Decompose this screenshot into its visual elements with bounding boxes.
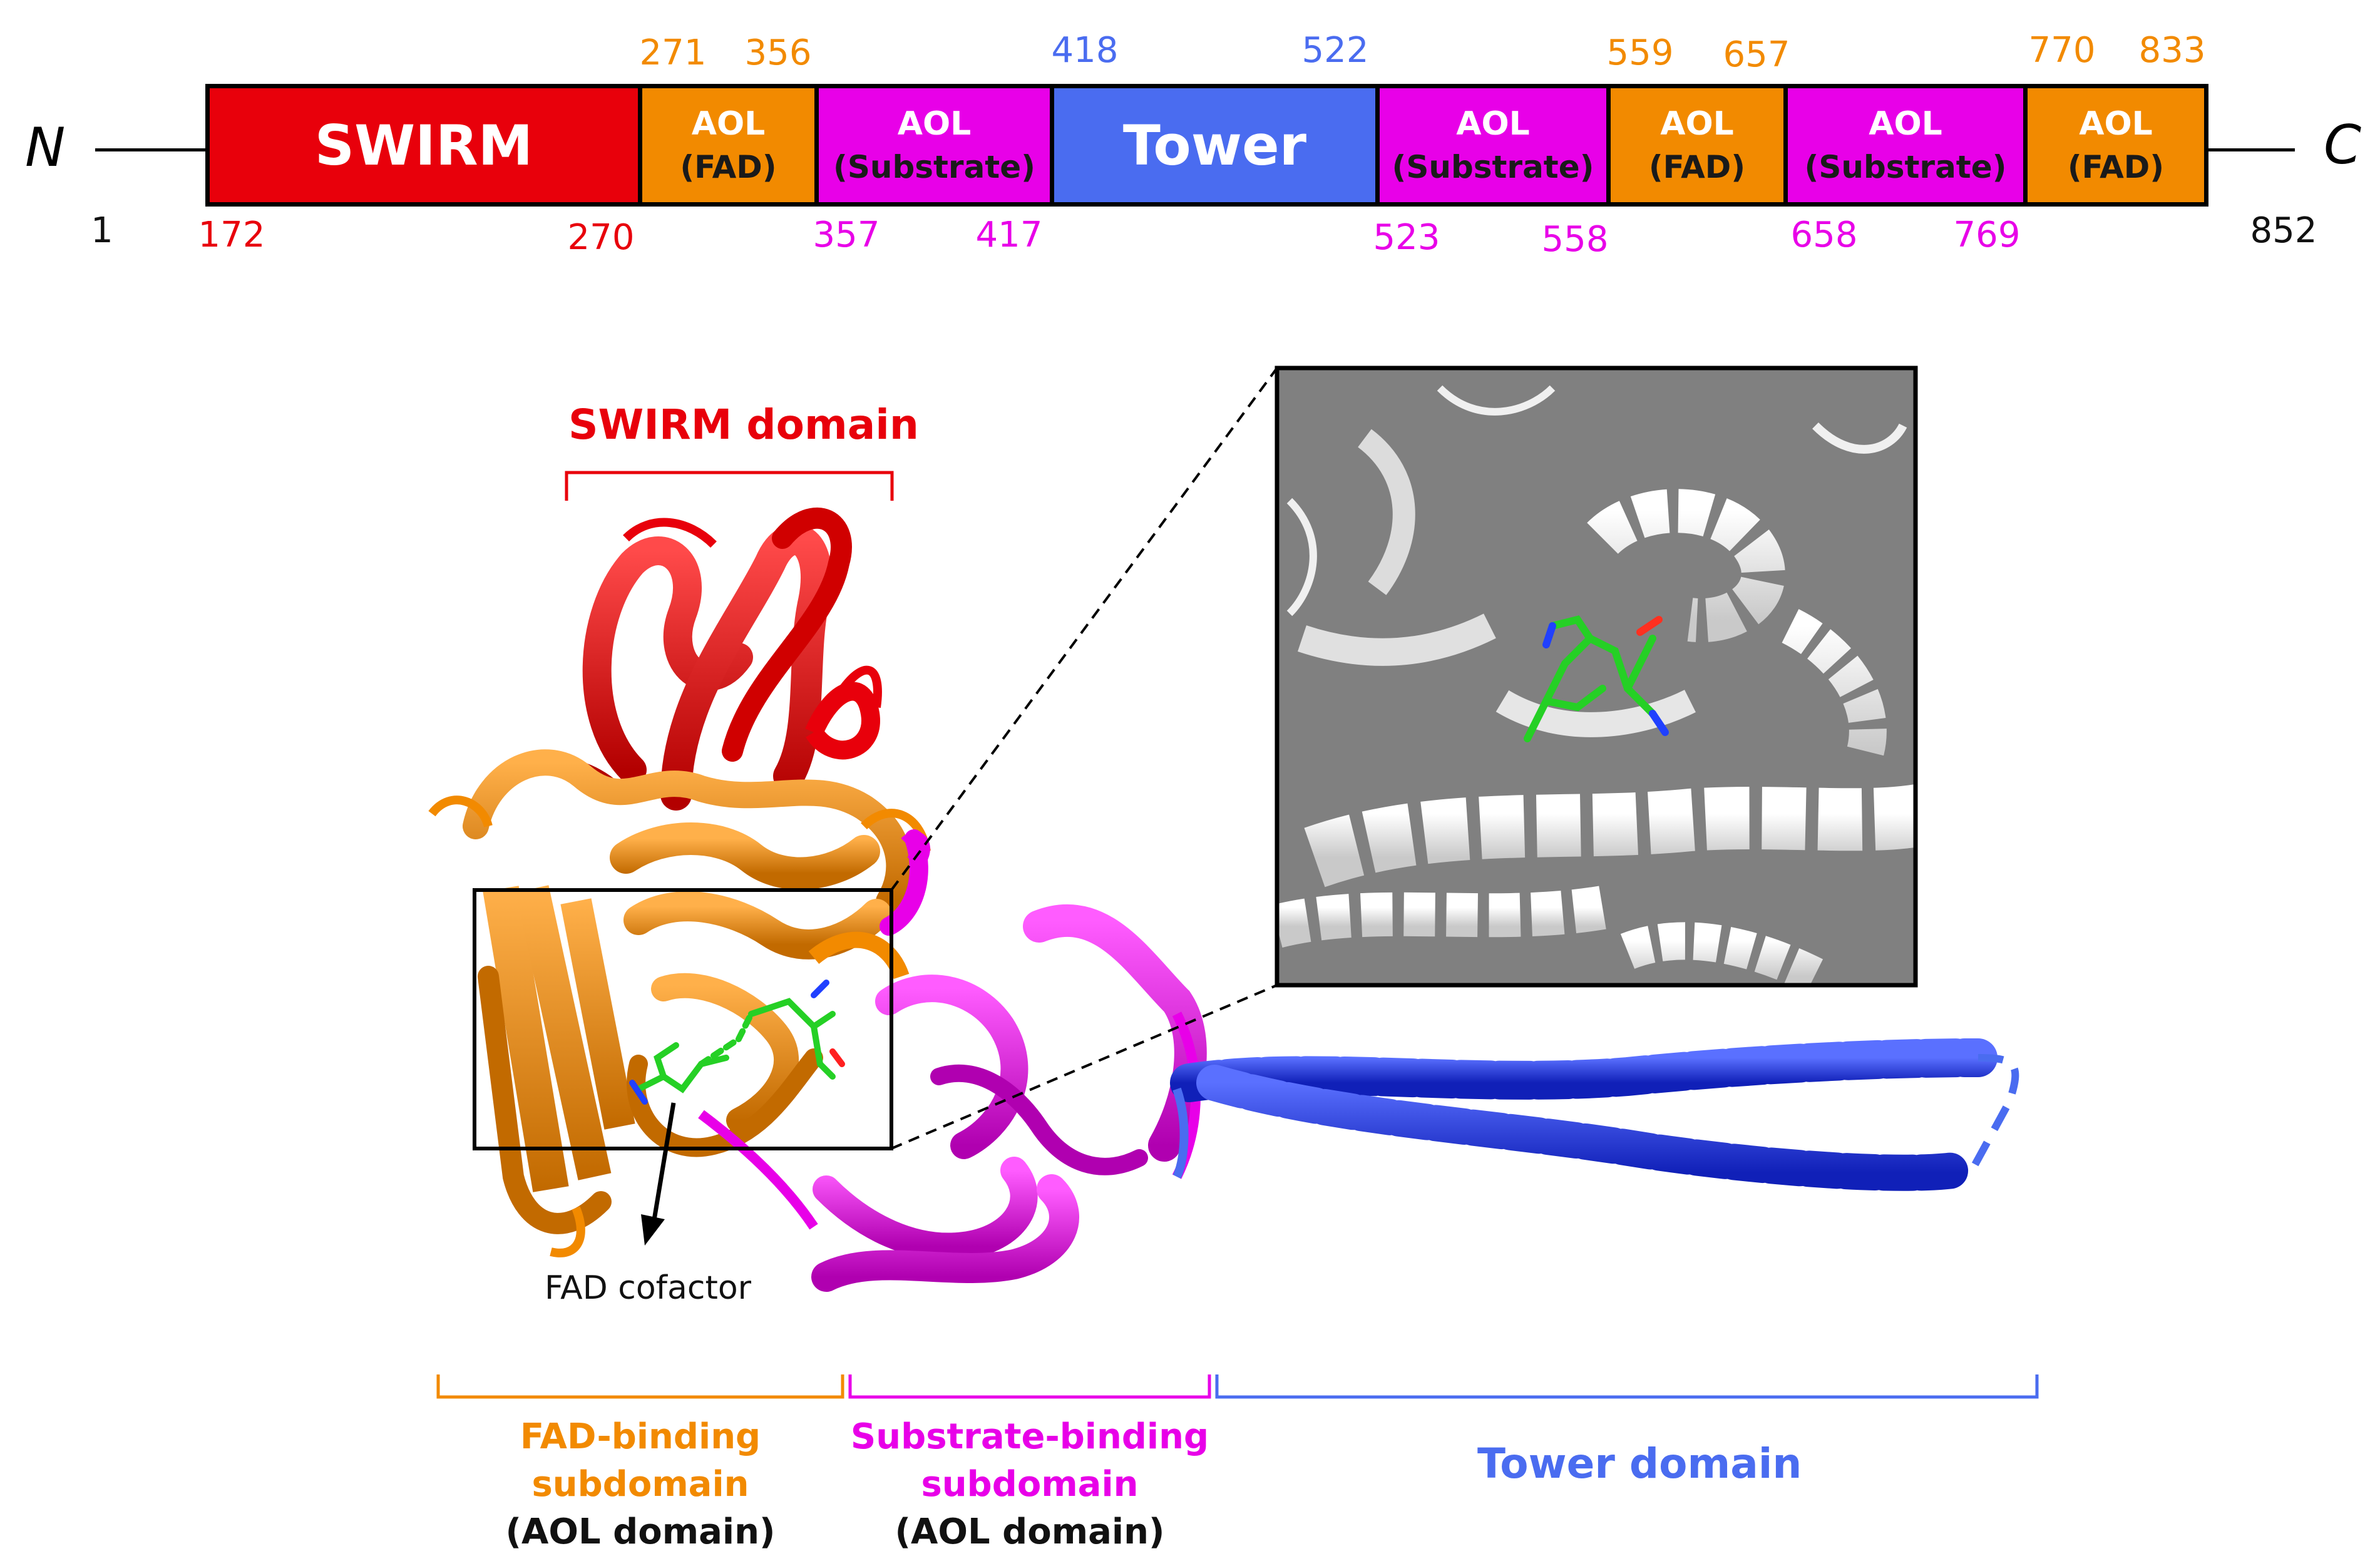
residue-417: 417 <box>975 215 1043 255</box>
substrate-subdomain-line2: subdomain <box>921 1464 1139 1505</box>
fad-subdomain-line2: subdomain <box>531 1464 749 1505</box>
zoom-connector-top <box>890 367 1278 891</box>
n-terminal-line <box>95 148 208 151</box>
domain-aol-substrate-2: AOL (Substrate) <box>1380 88 1611 202</box>
residue-559: 559 <box>1606 33 1674 73</box>
residue-558: 558 <box>1541 219 1609 260</box>
domain-aol-fad-1: AOL (FAD) <box>642 88 819 202</box>
residue-522: 522 <box>1301 30 1369 71</box>
zoom-connector-bottom <box>891 984 1278 1150</box>
substrate-subdomain-line1: Substrate-binding <box>850 1416 1209 1457</box>
fad-subdomain-line1: FAD-binding <box>520 1416 761 1457</box>
residue-833: 833 <box>2138 30 2206 71</box>
domain-aol-fad-2: AOL (FAD) <box>1611 88 1788 202</box>
inset-panel <box>1277 368 1916 985</box>
residue-418: 418 <box>1051 30 1119 71</box>
fad-cofactor-arrow-shaft <box>651 1102 676 1224</box>
c-terminal-line <box>2208 148 2295 151</box>
swirm-domain-ribbon <box>550 508 882 811</box>
tower-domain-label: Tower domain <box>1477 1440 1802 1488</box>
residue-658: 658 <box>1790 215 1858 255</box>
fad-subdomain-line3: (AOL domain) <box>505 1512 776 1552</box>
domain-aol-substrate-1: AOL (Substrate) <box>819 88 1054 202</box>
zoom-box <box>473 888 893 1150</box>
domain-aol-fad-3: AOL (FAD) <box>2028 88 2204 202</box>
fad-ligand-sticks <box>629 980 845 1105</box>
swirm-bracket <box>565 471 894 501</box>
fad-cofactor-label: FAD cofactor <box>545 1269 752 1307</box>
residue-1: 1 <box>91 210 113 251</box>
residue-357: 357 <box>813 215 880 255</box>
residue-356: 356 <box>744 33 812 73</box>
tower-domain-bracket <box>1215 1374 2039 1399</box>
residue-523: 523 <box>1373 217 1440 258</box>
residue-657: 657 <box>1723 34 1790 75</box>
fad-subdomain-bracket <box>436 1374 844 1399</box>
residue-852: 852 <box>2250 210 2317 251</box>
fad-cofactor-arrowhead <box>641 1214 665 1246</box>
fad-binding-subdomain-ribbon <box>428 749 931 1257</box>
tower-domain-ribbon <box>1170 1038 2019 1191</box>
domain-bar-frame: SWIRM AOL (FAD) AOL (Substrate) Tower AO… <box>205 84 2208 207</box>
substrate-subdomain-bracket <box>848 1374 1211 1399</box>
c-terminus-label: C <box>2324 114 2362 177</box>
residue-769: 769 <box>1953 215 2021 255</box>
domain-aol-substrate-3: AOL (Substrate) <box>1788 88 2028 202</box>
domain-swirm: SWIRM <box>210 88 642 202</box>
substrate-subdomain-caption: Substrate-binding subdomain (AOL domain) <box>850 1413 1209 1556</box>
substrate-subdomain-line3: (AOL domain) <box>895 1512 1165 1552</box>
residue-270: 270 <box>567 217 635 258</box>
residue-172: 172 <box>198 215 265 255</box>
residue-770: 770 <box>2028 30 2096 71</box>
domain-tower: Tower <box>1054 88 1380 202</box>
n-terminus-label: N <box>25 116 66 179</box>
fad-subdomain-caption: FAD-binding subdomain (AOL domain) <box>438 1413 843 1556</box>
residue-271: 271 <box>639 33 707 73</box>
inset-frame <box>1275 366 1918 988</box>
swirm-domain-label: SWIRM domain <box>568 401 919 449</box>
